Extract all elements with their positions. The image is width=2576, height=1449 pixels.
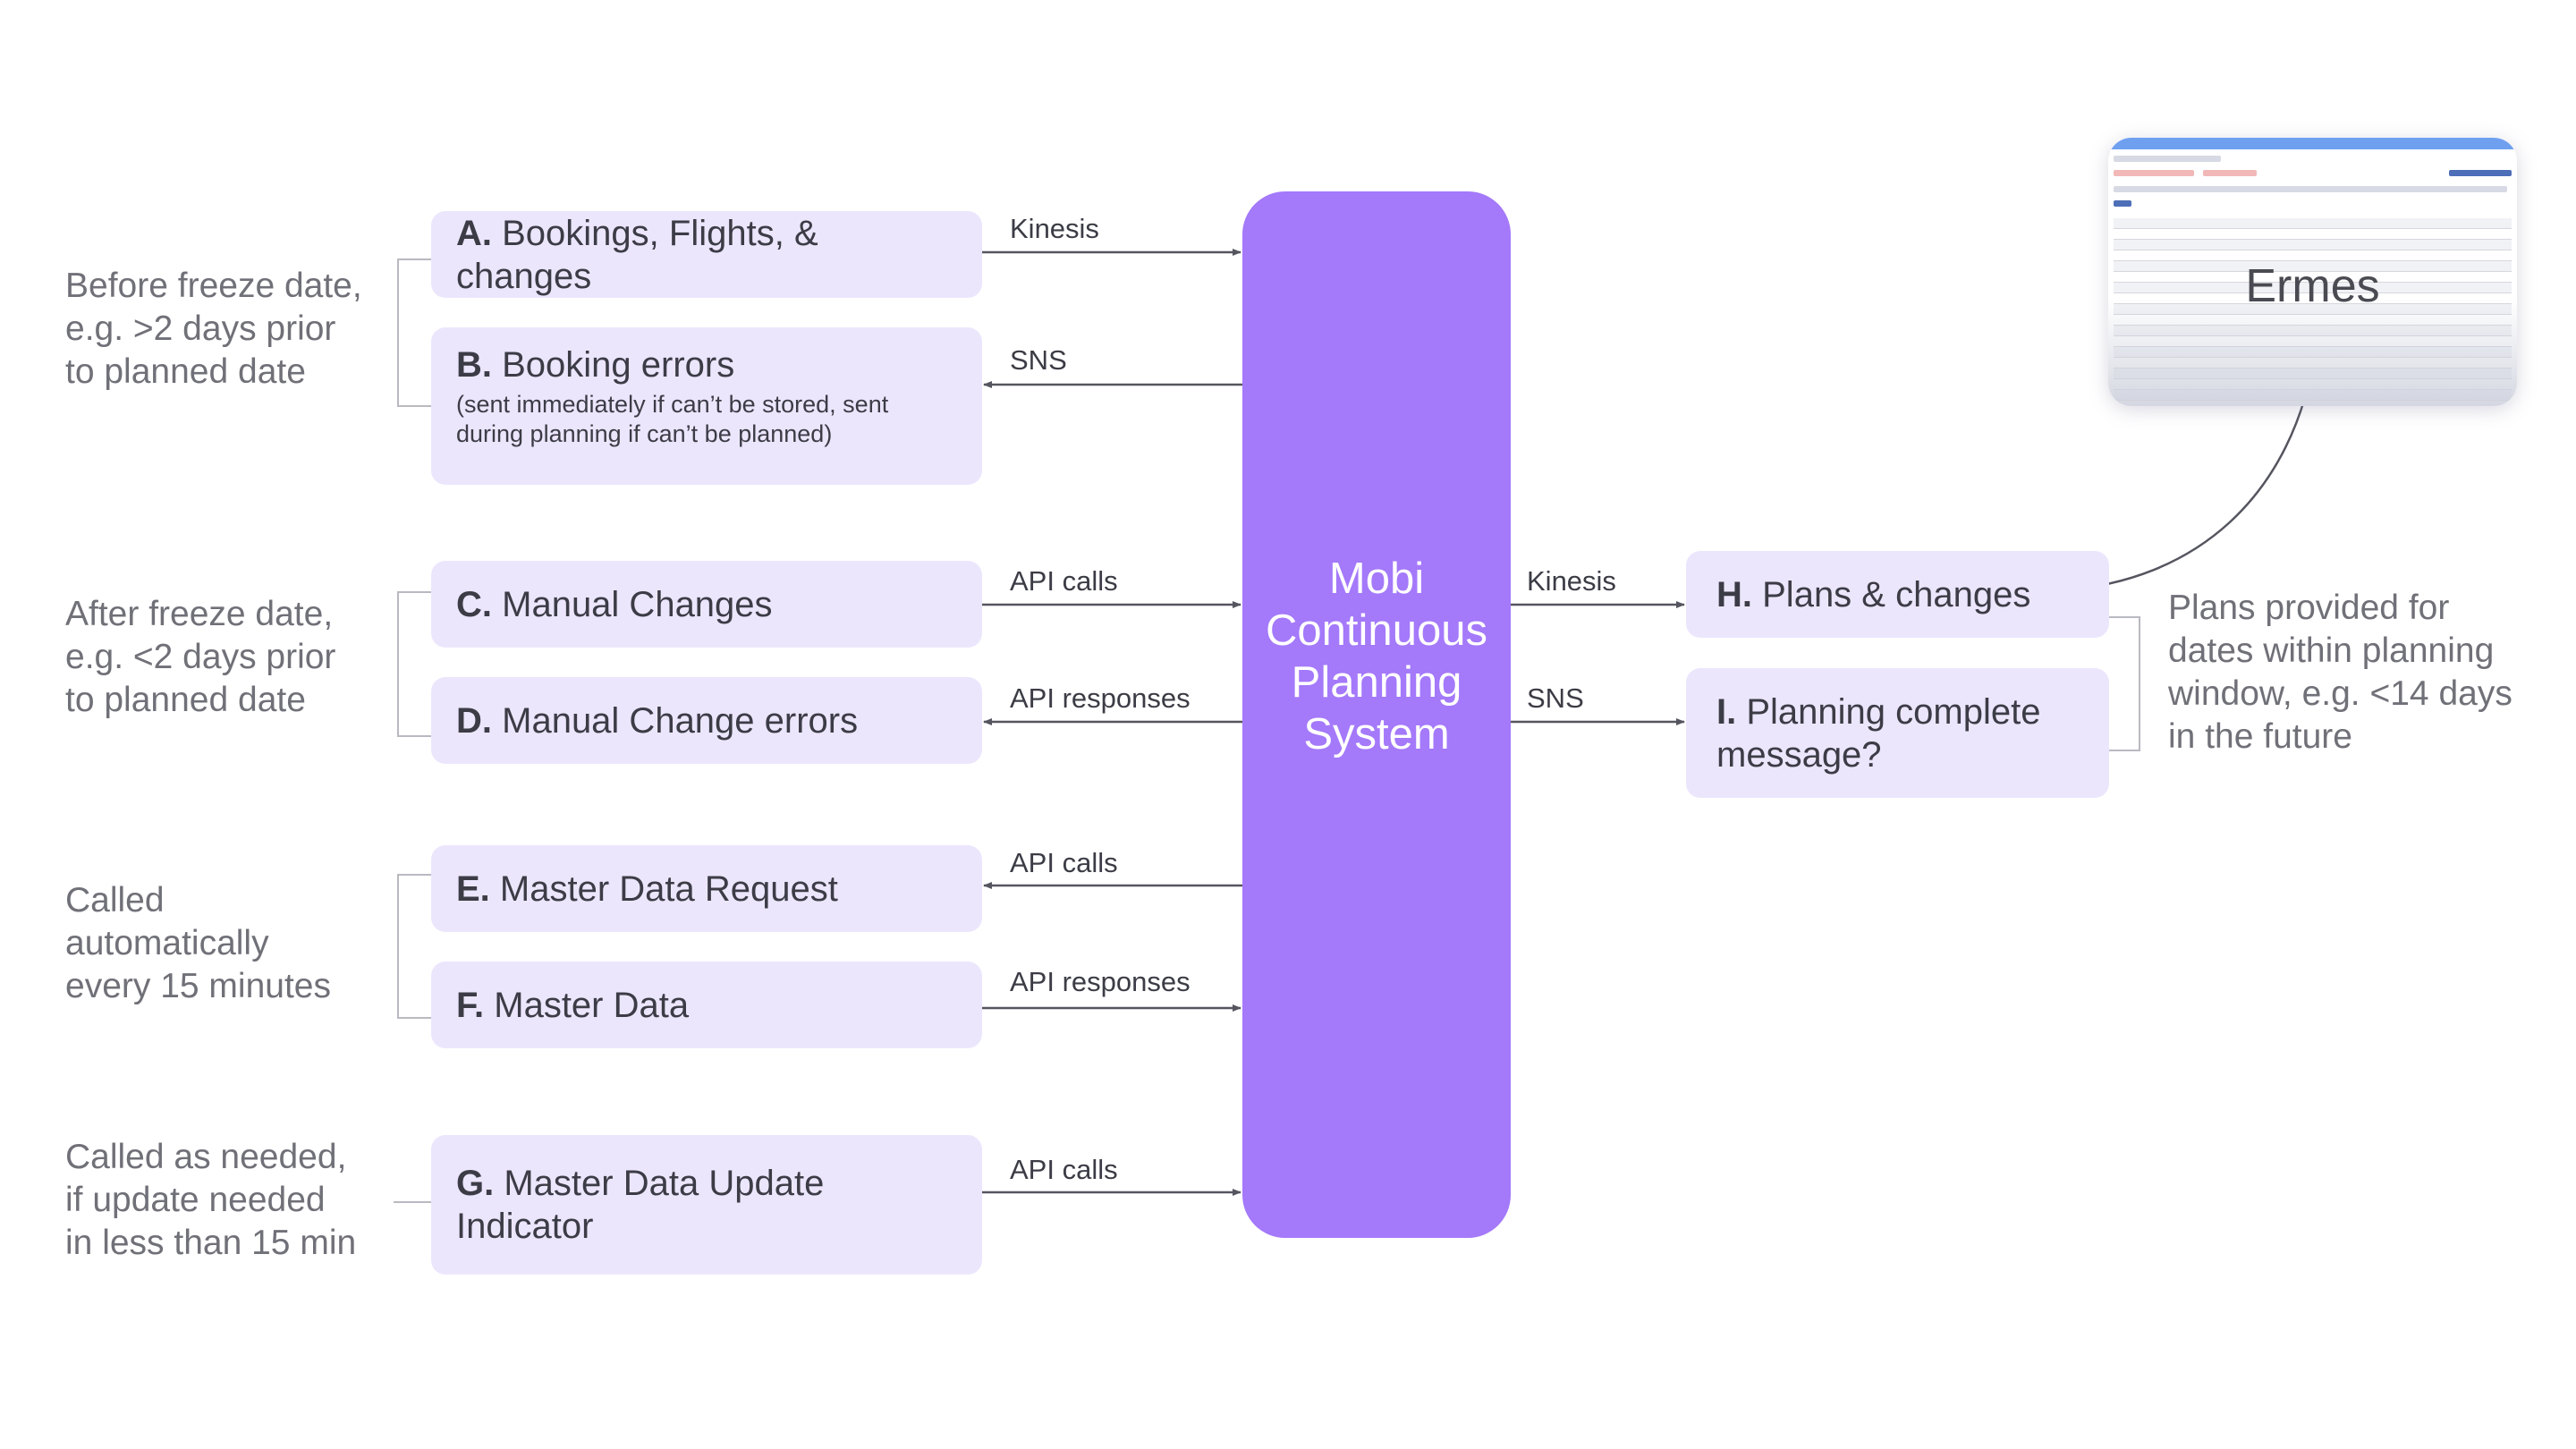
ermes-screenshot-thumbnail: Ermes [2108, 138, 2517, 406]
bracket-plans-provided [2109, 616, 2140, 751]
note-called-auto: Called automatically every 15 minutes [65, 881, 331, 1005]
core-label: Mobi Continuous Planning System [1266, 555, 1487, 758]
box-c-key: C. [456, 584, 492, 624]
box-f-key: F. [456, 985, 485, 1025]
edge-label-d: API responses [1010, 682, 1191, 714]
ermes-title: Ermes [2245, 260, 2380, 312]
edge-label-h: Kinesis [1527, 565, 1616, 597]
mobi-continuous-planning-system: Mobi Continuous Planning System [1242, 191, 1511, 1238]
note-called-needed: Called as needed, if update needed in le… [65, 1138, 357, 1262]
box-f-text: Master Data [494, 985, 690, 1025]
edge-label-g: API calls [1010, 1154, 1118, 1185]
edge-label-a: Kinesis [1010, 213, 1099, 244]
box-h-key: H. [1716, 574, 1752, 614]
box-c-text: Manual Changes [502, 584, 773, 624]
box-i-text: Planning complete message? [1716, 691, 2041, 775]
edge-label-e: API calls [1010, 847, 1118, 878]
box-b-key: B. [456, 345, 492, 385]
edge-label-b: SNS [1010, 344, 1067, 376]
note-before-freeze: Before freeze date, e.g. >2 days prior t… [65, 267, 362, 391]
ermes-toolbar [2114, 156, 2512, 209]
bracket-after-freeze [397, 591, 431, 737]
box-c-manual-changes: C. Manual Changes [431, 561, 982, 648]
box-d-key: D. [456, 700, 492, 741]
box-i-key: I. [1716, 691, 1737, 732]
box-b-booking-errors: B. Booking errors (sent immediately if c… [431, 327, 982, 485]
ermes-window-titlebar [2108, 138, 2517, 149]
box-e-master-data-request: E. Master Data Request [431, 845, 982, 932]
box-b-subtext: (sent immediately if can’t be stored, se… [456, 391, 889, 447]
box-f-master-data: F. Master Data [431, 962, 982, 1048]
box-i-planning-complete: I. Planning complete message? [1686, 668, 2109, 798]
box-e-text: Master Data Request [499, 869, 838, 909]
box-h-plans-changes: H. Plans & changes [1686, 551, 2109, 638]
bracket-called-auto [397, 874, 431, 1019]
box-a-text: Bookings, Flights, & changes [456, 213, 818, 296]
note-after-freeze: After freeze date, e.g. <2 days prior to… [65, 595, 336, 719]
box-a-key: A. [456, 213, 492, 253]
box-e-key: E. [456, 869, 490, 909]
box-g-key: G. [456, 1164, 495, 1203]
edge-label-i: SNS [1527, 682, 1584, 714]
note-plans-provided: Plans provided for dates within planning… [2168, 589, 2512, 756]
box-g-text: Master Data Update Indicator [456, 1164, 825, 1246]
box-g-master-data-update-indicator: G. Master Data Update Indicator [431, 1135, 982, 1275]
box-a-bookings-flights: A. Bookings, Flights, & changes [431, 211, 982, 298]
box-d-text: Manual Change errors [502, 700, 859, 741]
box-d-manual-change-errors: D. Manual Change errors [431, 677, 982, 764]
bracket-before-freeze [397, 258, 431, 407]
edge-label-c: API calls [1010, 565, 1118, 597]
box-b-text: Booking errors [502, 345, 735, 385]
edge-label-f: API responses [1010, 966, 1191, 997]
box-h-text: Plans & changes [1762, 574, 2031, 614]
